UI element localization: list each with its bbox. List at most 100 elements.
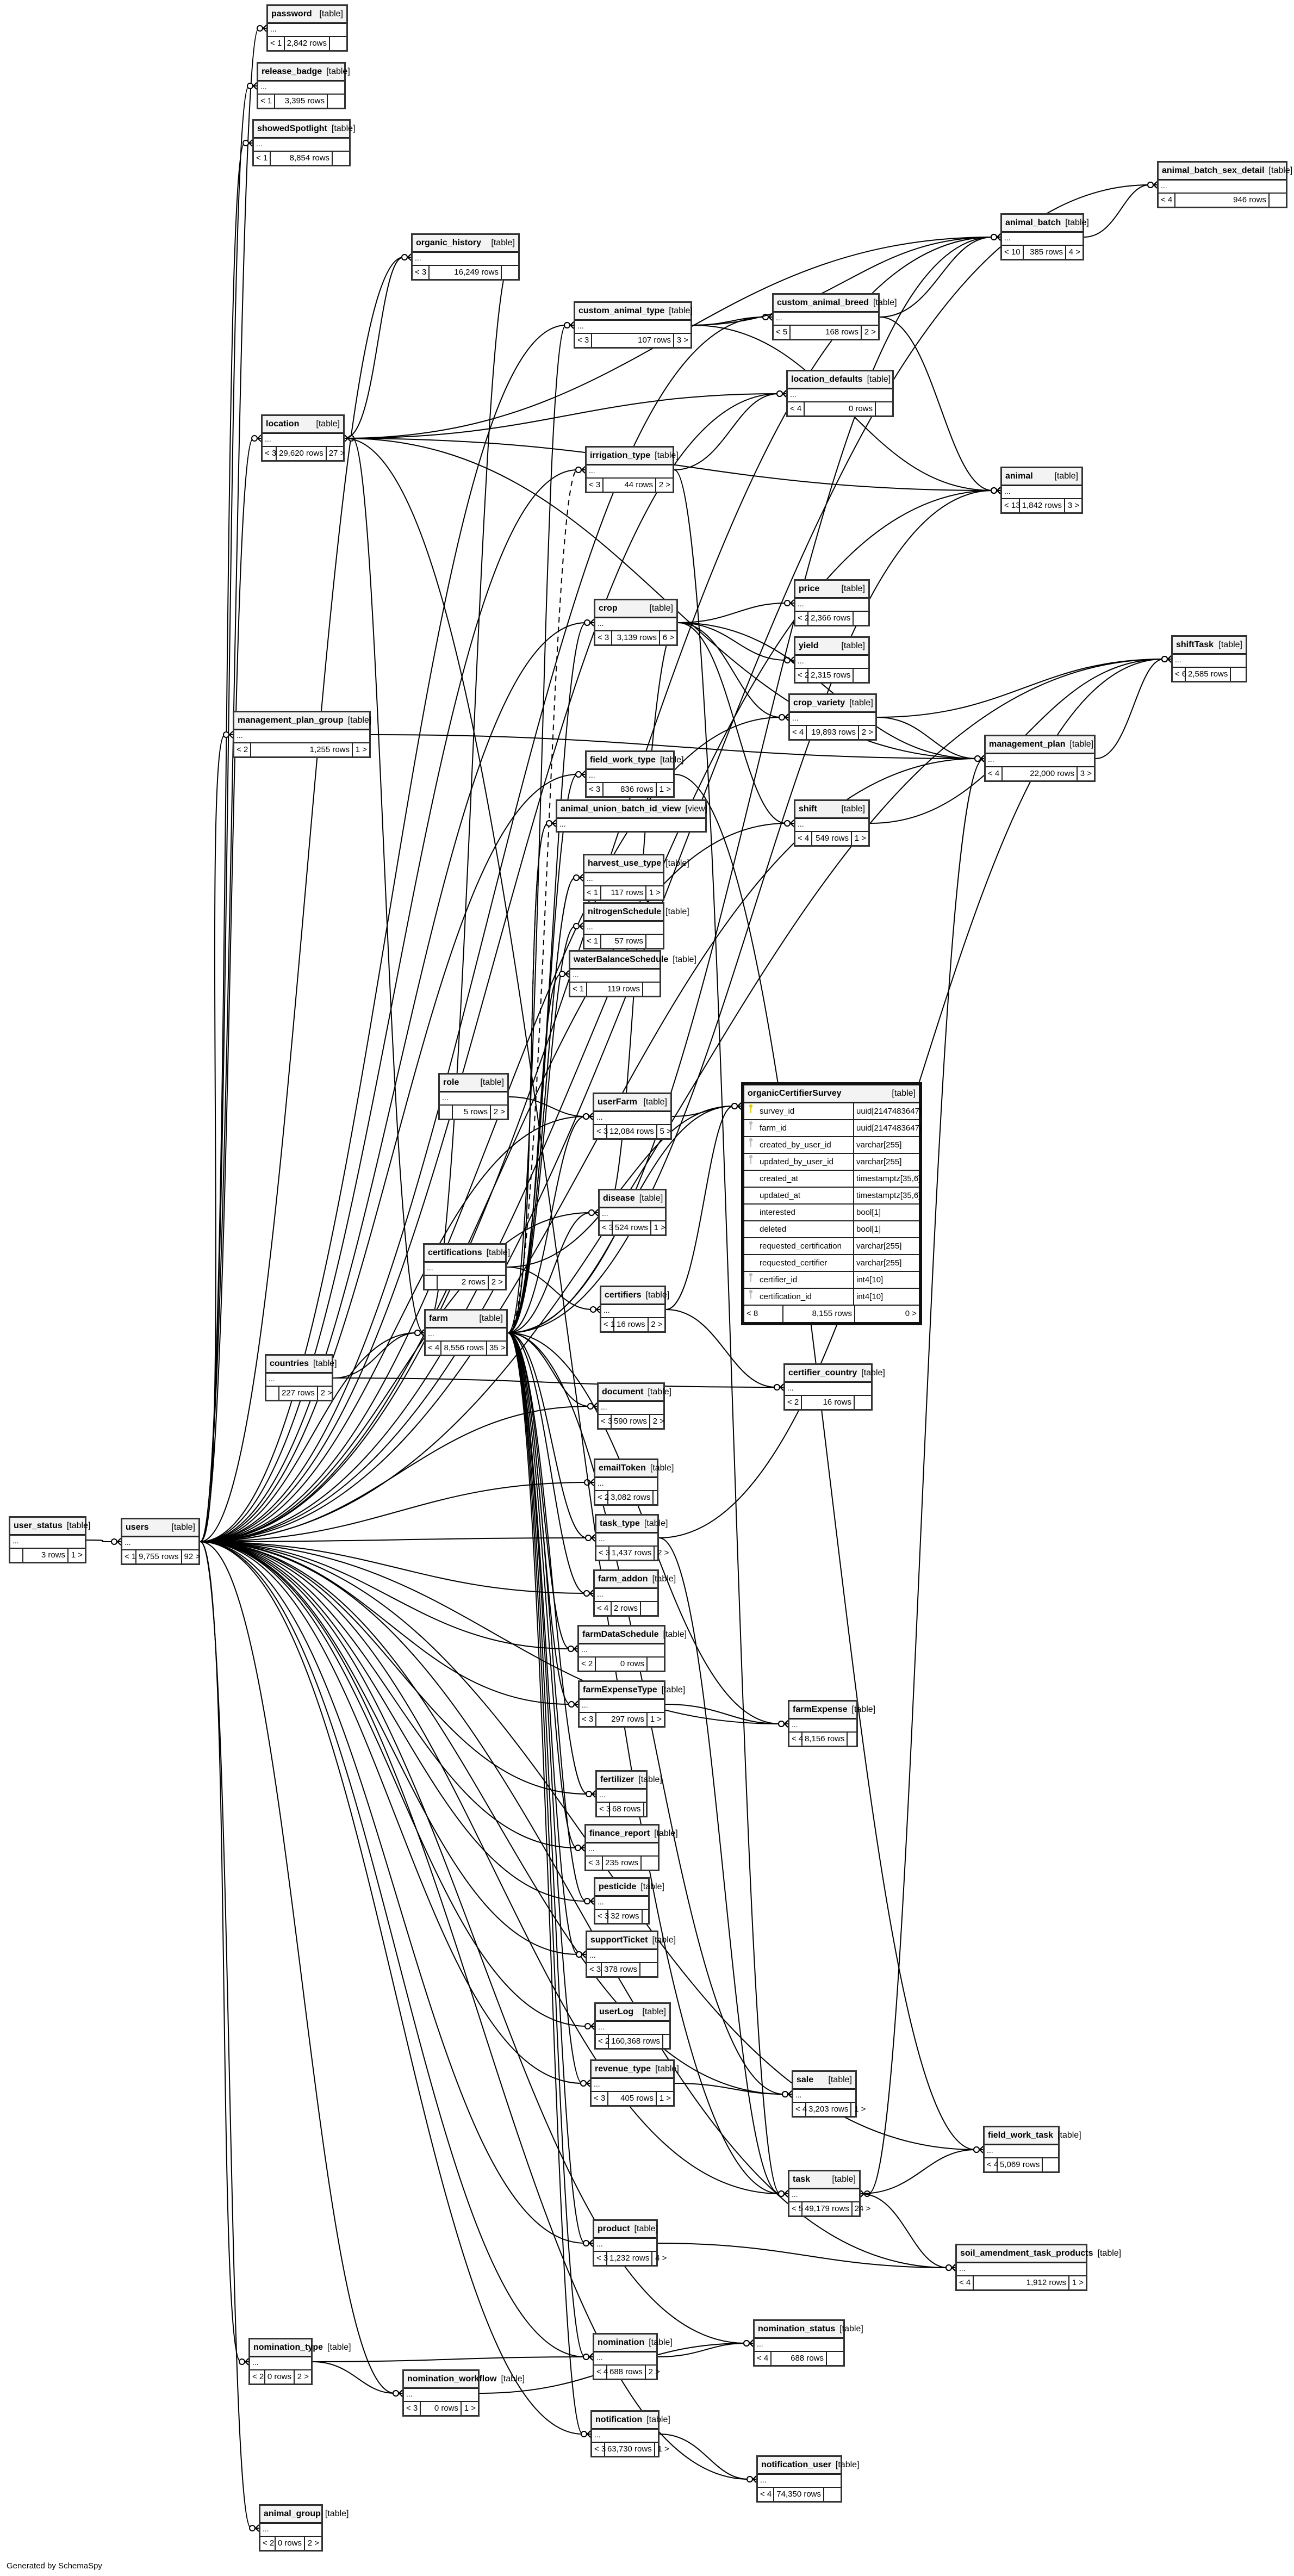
child-count-link[interactable]: 1 > bbox=[650, 1715, 662, 1724]
parent-count-link[interactable]: < 1 bbox=[268, 37, 285, 50]
parent-count-link[interactable]: < 4 bbox=[795, 832, 813, 845]
table-name[interactable]: pesticide bbox=[599, 1882, 637, 1891]
parent-count-link[interactable]: < 1 bbox=[584, 886, 602, 899]
table-name[interactable]: organic_history bbox=[416, 238, 482, 247]
child-count-link[interactable]: 1 > bbox=[657, 2444, 669, 2454]
parent-count-link[interactable]: < 4 bbox=[957, 2276, 974, 2289]
table-name[interactable]: waterBalanceSchedule bbox=[574, 955, 669, 964]
parent-count-link[interactable]: < 3 bbox=[587, 479, 604, 492]
table-name[interactable]: farmDataSchedule bbox=[582, 1630, 659, 1639]
child-count-link[interactable] bbox=[848, 1733, 864, 1746]
table-name[interactable]: nomination_status bbox=[758, 2324, 836, 2333]
child-count-link[interactable] bbox=[646, 935, 663, 948]
child-count-link[interactable] bbox=[648, 1658, 664, 1671]
parent-count-link[interactable]: < 3 bbox=[594, 2252, 608, 2265]
table-name[interactable]: user_status bbox=[14, 1521, 63, 1530]
table-name[interactable]: shift bbox=[799, 804, 817, 814]
parent-count-link[interactable]: < 3 bbox=[575, 334, 593, 347]
parent-count-link[interactable]: < 2 bbox=[795, 669, 809, 682]
parent-count-link[interactable]: < 4 bbox=[986, 767, 1003, 780]
child-count-link[interactable]: 1 > bbox=[654, 1223, 665, 1232]
parent-count-link[interactable]: < 4 bbox=[985, 2158, 998, 2171]
parent-count-link[interactable]: < 2 bbox=[596, 2035, 609, 2048]
parent-count-link[interactable]: < 3 bbox=[595, 631, 613, 644]
table-name[interactable]: notification bbox=[595, 2415, 643, 2424]
parent-count-link[interactable]: < 1 bbox=[601, 1318, 615, 1331]
parent-count-link[interactable]: < 8 bbox=[744, 1306, 783, 1322]
parent-count-link[interactable]: < 3 bbox=[597, 1803, 611, 1816]
child-count-link[interactable] bbox=[1043, 2158, 1059, 2171]
child-count-link[interactable] bbox=[643, 1910, 659, 1923]
parent-count-link[interactable]: < 1 bbox=[254, 152, 271, 165]
table-name[interactable]: irrigation_type bbox=[590, 451, 651, 460]
child-count-link[interactable]: 0 > bbox=[905, 1309, 917, 1318]
parent-count-link[interactable]: < 2 bbox=[579, 1658, 596, 1671]
child-count-link[interactable]: 27 > bbox=[328, 449, 345, 458]
parent-count-link[interactable]: < 4 bbox=[1159, 194, 1176, 207]
child-count-link[interactable] bbox=[854, 612, 870, 625]
child-count-link[interactable]: 6 > bbox=[662, 633, 674, 642]
table-name[interactable]: emailToken bbox=[599, 1463, 646, 1473]
table-name[interactable]: location bbox=[266, 419, 300, 429]
child-count-link[interactable] bbox=[502, 266, 518, 279]
table-name[interactable]: certifiers bbox=[605, 1290, 642, 1300]
table-name[interactable]: field_work_task bbox=[988, 2131, 1054, 2140]
child-count-link[interactable]: 2 > bbox=[651, 1320, 663, 1329]
table-name[interactable]: soil_amendment_task_products bbox=[960, 2249, 1093, 2258]
child-count-link[interactable]: 2 > bbox=[864, 327, 876, 337]
table-animal_union_batch_id_view[interactable]: animal_union_batch_id_view[view]... bbox=[556, 799, 707, 833]
parent-count-link[interactable]: < 4 bbox=[789, 1733, 803, 1746]
table-name[interactable]: nomination_type bbox=[253, 2343, 324, 2352]
child-count-link[interactable]: 2 > bbox=[861, 728, 873, 737]
child-count-link[interactable] bbox=[876, 402, 892, 415]
child-count-link[interactable]: 3 > bbox=[1080, 769, 1092, 778]
parent-count-link[interactable]: < 3 bbox=[587, 1963, 602, 1976]
table-name[interactable]: farm_addon bbox=[598, 1574, 648, 1584]
table-name[interactable]: farm bbox=[429, 1314, 448, 1323]
table-name[interactable]: role bbox=[443, 1078, 459, 1087]
child-count-link[interactable]: 35 > bbox=[489, 1343, 506, 1352]
parent-count-link[interactable]: < 2 bbox=[260, 2537, 276, 2550]
child-count-link[interactable]: 2 > bbox=[491, 1277, 503, 1287]
table-name[interactable]: task bbox=[793, 2175, 811, 2184]
parent-count-link[interactable]: < 3 bbox=[594, 1125, 608, 1138]
parent-count-link[interactable]: < 3 bbox=[592, 2443, 606, 2456]
child-count-link[interactable]: 24 > bbox=[854, 2204, 871, 2213]
parent-count-link[interactable]: < 13 bbox=[1002, 499, 1021, 512]
parent-count-link[interactable]: < 4 bbox=[595, 1602, 612, 1615]
table-name[interactable]: fertilizer bbox=[600, 1775, 634, 1784]
parent-count-link[interactable]: < 4 bbox=[793, 2103, 807, 2116]
